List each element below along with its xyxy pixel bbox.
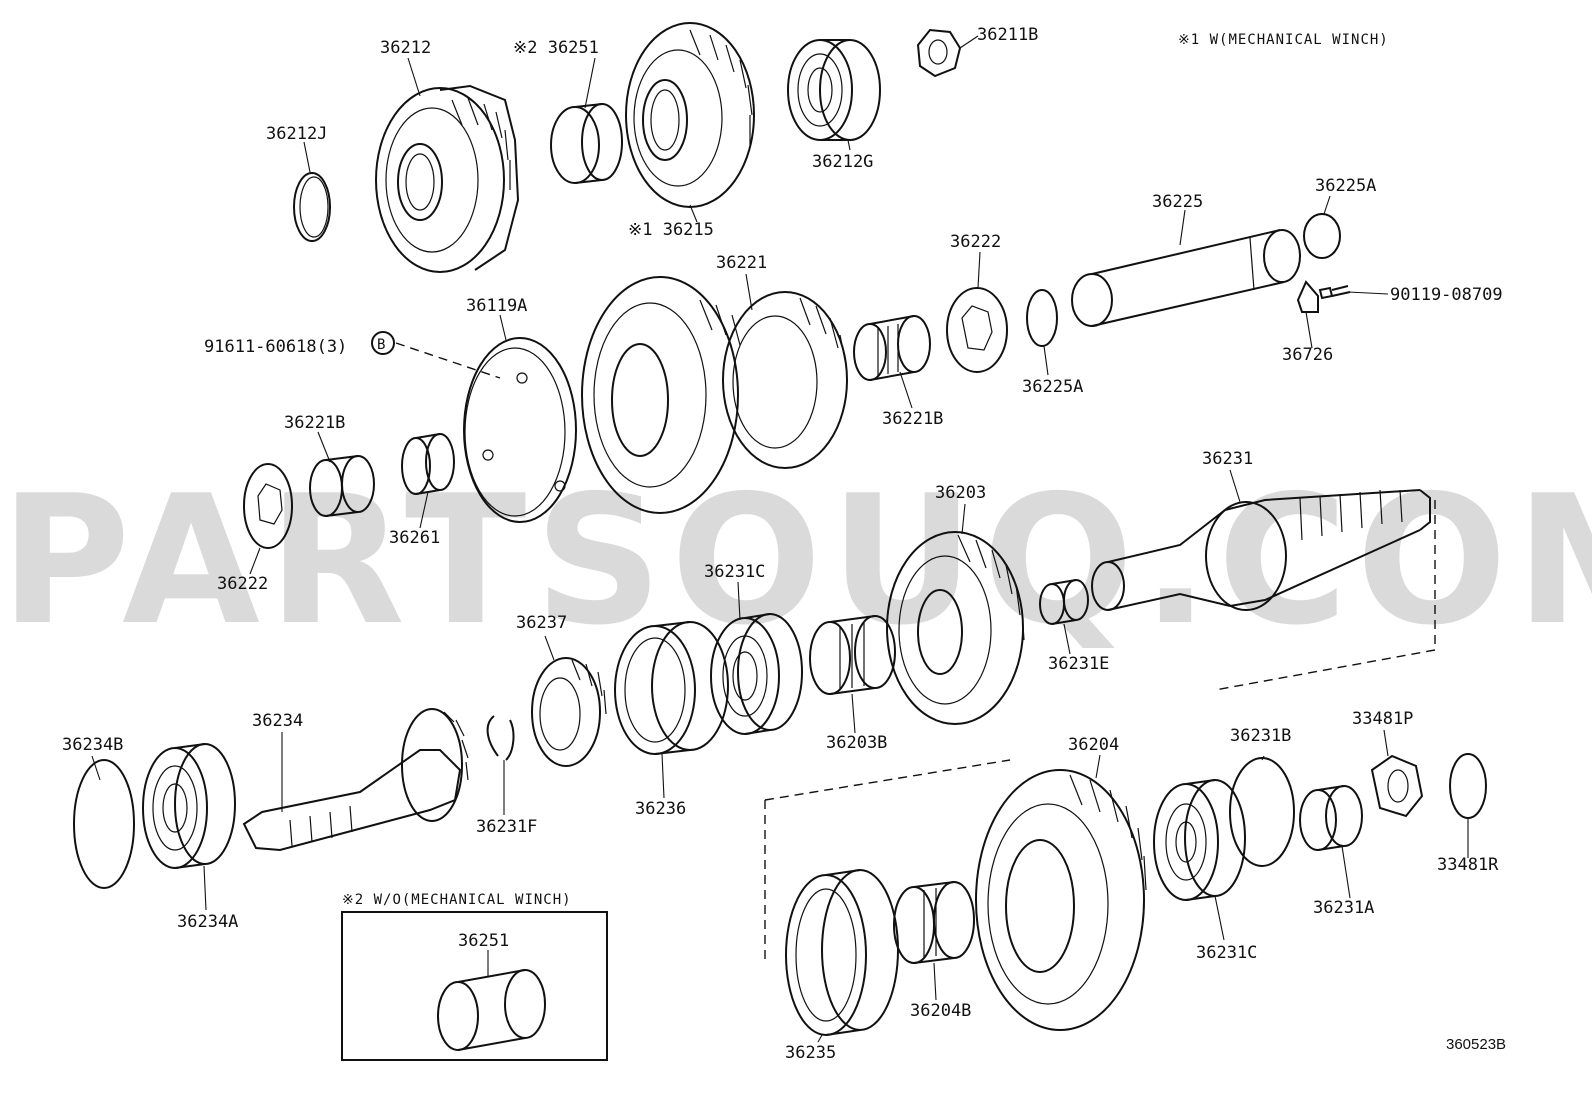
part-36222-washer-left[interactable] xyxy=(243,463,293,549)
part-36222-washer-top[interactable] xyxy=(946,287,1008,373)
label-33481P: 33481P xyxy=(1352,709,1413,729)
part-36231E-bearing[interactable] xyxy=(1039,579,1089,625)
part-36221B-bearing-right[interactable] xyxy=(853,315,931,381)
part-36234B-snap-ring[interactable] xyxy=(73,759,135,889)
label-36261: 36261 xyxy=(389,528,440,548)
label-36225: 36225 xyxy=(1152,192,1203,212)
part-36212G-bearing[interactable] xyxy=(787,39,881,141)
label-36225A-mid: 36225A xyxy=(1022,377,1083,397)
part-36231A-collar[interactable] xyxy=(1299,785,1363,851)
label-36231E: 36231E xyxy=(1048,654,1109,674)
part-36225A-ring-top[interactable] xyxy=(1303,213,1341,259)
part-36726-lock-plate[interactable] xyxy=(1296,280,1319,313)
label-36236: 36236 xyxy=(635,799,686,819)
part-36231F-clip[interactable] xyxy=(486,715,515,761)
label-36221: 36221 xyxy=(716,253,767,273)
part-36203B-bearing[interactable] xyxy=(809,615,896,695)
part-36234-shaft[interactable] xyxy=(242,708,469,852)
part-90119-bolt[interactable] xyxy=(1318,285,1351,300)
label-36221B-right: 36221B xyxy=(882,409,943,429)
label-36212G: 36212G xyxy=(812,152,873,172)
label-36231C-top: 36231C xyxy=(704,562,765,582)
label-36235: 36235 xyxy=(785,1043,836,1063)
part-33481P-nut[interactable] xyxy=(1370,754,1424,818)
label-36231B: 36231B xyxy=(1230,726,1291,746)
part-36212-gear[interactable] xyxy=(375,84,520,273)
part-36119A-plate[interactable] xyxy=(463,337,577,523)
label-33481R: 33481R xyxy=(1437,855,1499,875)
dashed-link-right xyxy=(1214,500,1436,691)
leader-91611 xyxy=(395,342,501,379)
label-36237: 36237 xyxy=(516,613,567,633)
part-36237-hub[interactable] xyxy=(531,657,607,767)
label-36231: 36231 xyxy=(1202,449,1253,469)
inset-box xyxy=(341,911,608,1061)
part-36225A-ring-mid[interactable] xyxy=(1026,289,1058,347)
label-36251: ※2 36251 xyxy=(513,38,599,58)
part-36231C-bearing-top[interactable] xyxy=(710,613,803,735)
part-36235-sleeve[interactable] xyxy=(785,869,899,1036)
part-36215-gear[interactable] xyxy=(625,22,755,208)
label-36204B: 36204B xyxy=(910,1001,971,1021)
label-36231F: 36231F xyxy=(476,817,537,837)
part-33481R-ring[interactable] xyxy=(1449,753,1487,819)
label-36212: 36212 xyxy=(380,38,431,58)
label-36222-top: 36222 xyxy=(950,232,1001,252)
watermark-text: PARTSOUQ.COM xyxy=(0,457,1592,664)
note-2: ※2 W/O(MECHANICAL WINCH) xyxy=(342,892,572,908)
label-36215: ※1 36215 xyxy=(628,220,714,240)
label-36234A: 36234A xyxy=(177,912,238,932)
diagram-id: 360523B xyxy=(1446,1036,1506,1053)
part-36231-shaft[interactable] xyxy=(1091,489,1431,611)
label-36222-left: 36222 xyxy=(217,574,268,594)
note-1: ※1 W(MECHANICAL WINCH) xyxy=(1178,32,1389,48)
part-36212J-snap-ring[interactable] xyxy=(293,172,331,242)
part-36236-sleeve[interactable] xyxy=(614,621,729,755)
part-36221B-bearing-left[interactable] xyxy=(309,455,375,517)
dashed-link-left xyxy=(764,759,1011,965)
callout-circle-b: B xyxy=(371,331,395,355)
label-36203B: 36203B xyxy=(826,733,887,753)
part-36211B-nut[interactable] xyxy=(916,28,962,78)
label-90119: 90119-08709 xyxy=(1390,285,1503,305)
part-36204-gear[interactable] xyxy=(975,769,1147,1031)
label-36203: 36203 xyxy=(935,483,986,503)
svg-text:B: B xyxy=(377,337,385,353)
part-labels: 36212 36212J ※2 36251 ※1 36215 36212G 36… xyxy=(62,25,1506,1063)
label-36212J: 36212J xyxy=(266,124,327,144)
label-36231C-bot: 36231C xyxy=(1196,943,1257,963)
label-36726: 36726 xyxy=(1282,345,1333,365)
label-36211B: 36211B xyxy=(977,25,1038,45)
label-36225A-top: 36225A xyxy=(1315,176,1376,196)
part-36234A-bearing[interactable] xyxy=(142,743,236,869)
label-36251-inset: 36251 xyxy=(458,931,509,951)
part-36225-shaft[interactable] xyxy=(1071,229,1301,327)
part-36221-cluster-gear[interactable] xyxy=(581,276,848,514)
label-36204: 36204 xyxy=(1068,735,1119,755)
part-36204B-bearing[interactable] xyxy=(893,881,975,964)
label-36234B: 36234B xyxy=(62,735,123,755)
part-36251-sleeve[interactable] xyxy=(550,103,623,184)
part-36203-gear[interactable] xyxy=(886,531,1025,725)
leader-lines xyxy=(91,35,1469,1043)
label-36234: 36234 xyxy=(252,711,303,731)
label-36221B-left: 36221B xyxy=(284,413,345,433)
label-91611: 91611-60618(3) xyxy=(204,337,347,357)
label-36119A: 36119A xyxy=(466,296,527,316)
label-36231A: 36231A xyxy=(1313,898,1374,918)
part-36231B-ring[interactable] xyxy=(1229,757,1295,867)
